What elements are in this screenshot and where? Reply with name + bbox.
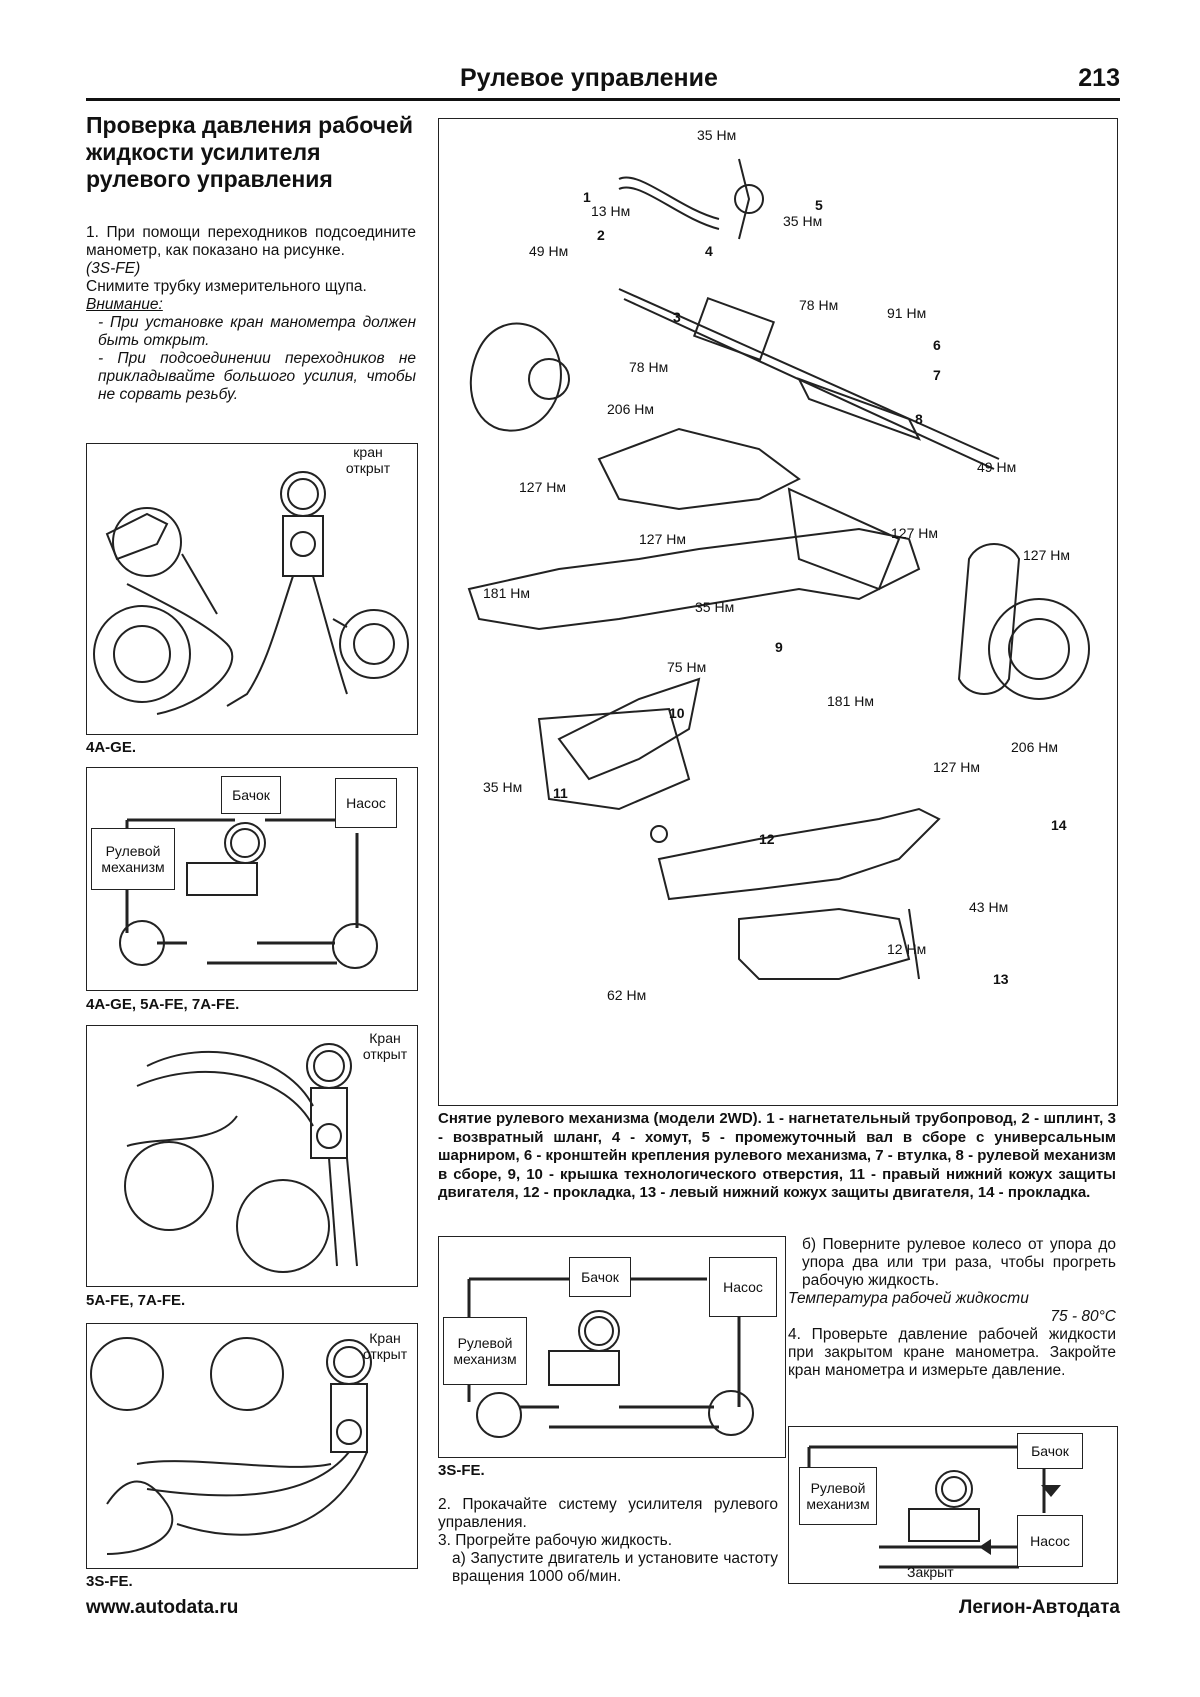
step-3: 3. Прогрейте рабочую жидкость. <box>438 1532 673 1549</box>
step-4: 4. Проверьте давление рабочей жидкости п… <box>788 1326 1116 1379</box>
figure-5a-fe-gauge: Кран открыт <box>86 1025 418 1287</box>
steering-gear-exploded-diagram: 35 Нм 13 Нм 35 Нм 49 Нм 78 Нм 91 Нм 78 Н… <box>438 118 1118 1106</box>
part-number: 13 <box>993 971 1009 987</box>
footer-website: www.autodata.ru <box>86 1597 239 1618</box>
temperature-label: Температура рабочей жидкости <box>788 1290 1029 1307</box>
gauge-illustration-3s <box>90 1337 372 1555</box>
part-number: 1 <box>583 189 591 205</box>
torque-label: 62 Нм <box>607 987 647 1003</box>
page-number: 213 <box>1078 64 1120 92</box>
torque-label: 49 Нм <box>529 243 569 259</box>
schematic-lines <box>119 818 378 969</box>
torque-label: 78 Нм <box>799 297 839 313</box>
torque-label: 127 Нм <box>891 525 938 541</box>
main-diagram-caption: Снятие рулевого механизма (модели 2WD). … <box>438 1110 1116 1201</box>
pump-block: Насос <box>1017 1515 1083 1567</box>
header-rule <box>86 98 1120 101</box>
steering-gear-block: Рулевой механизм <box>91 828 175 890</box>
section-title: Проверка давления рабочей жидкости усили… <box>86 112 413 192</box>
torque-label: 12 Нм <box>887 941 927 957</box>
torque-label: 127 Нм <box>933 759 980 775</box>
figure-schematic-4a-ge: Бачок Насос Рулевой механизм <box>86 767 418 991</box>
torque-label: 181 Нм <box>827 693 874 709</box>
torque-label: 181 Нм <box>483 585 530 601</box>
part-number: 7 <box>933 367 941 383</box>
step-2: 2. Прокачайте систему усилителя рулевого… <box>438 1496 778 1531</box>
torque-label: 75 Нм <box>667 659 707 675</box>
part-number: 6 <box>933 337 941 353</box>
figure-caption-3s-fe-gauge: 3S-FE. <box>86 1573 133 1590</box>
torque-label: 49 Нм <box>977 459 1017 475</box>
right-text: б) Поверните рулевое колесо от упора до … <box>788 1236 1116 1380</box>
figure-caption-4a-ge: 4A-GE. <box>86 739 137 756</box>
step-1: 1. При помощи переходников подсоедините … <box>86 224 416 259</box>
part-number: 5 <box>815 197 823 213</box>
torque-label: 91 Нм <box>887 305 927 321</box>
valve-open-label: Кран открыт <box>362 1330 408 1362</box>
torque-label: 206 Нм <box>1011 739 1058 755</box>
closed-label: Закрыт <box>907 1564 954 1580</box>
middle-text: 2. Прокачайте систему усилителя рулевого… <box>438 1496 778 1586</box>
figure-3s-fe-gauge: Кран открыт <box>86 1323 418 1569</box>
torque-label: 206 Нм <box>607 401 654 417</box>
gauge-illustration <box>93 471 409 715</box>
torque-label: 35 Нм <box>695 599 735 615</box>
part-number: 9 <box>775 639 783 655</box>
torque-label: 35 Нм <box>697 127 737 143</box>
running-title: Рулевое управление <box>460 64 718 92</box>
part-number: 11 <box>553 785 568 801</box>
figure-caption-3s-fe-schematic: 3S-FE. <box>438 1462 485 1479</box>
gauge-illustration-5a <box>124 1043 358 1273</box>
step-3a: а) Запустите двигатель и установите част… <box>452 1550 778 1585</box>
remove-tube: Снимите трубку измерительного щупа. <box>86 278 367 295</box>
step-b: б) Поверните рулевое колесо от упора до … <box>802 1236 1116 1289</box>
torque-label: 13 Нм <box>591 203 631 219</box>
warning-2: - При подсоединении переходников не прик… <box>98 350 416 403</box>
part-number: 3 <box>673 309 681 325</box>
steering-gear-block: Рулевой механизм <box>799 1467 877 1525</box>
torque-label: 78 Нм <box>629 359 669 375</box>
valve-open-label: кран открыт <box>345 444 391 476</box>
part-number: 10 <box>669 705 685 721</box>
figure-caption-4a-ge-5a-fe-7a-fe: 4A-GE, 5A-FE, 7A-FE. <box>86 996 240 1013</box>
part-number: 4 <box>705 243 713 259</box>
pump-block: Насос <box>709 1257 777 1317</box>
figure-schematic-3s-fe: Бачок Насос Рулевой механизм <box>438 1236 786 1458</box>
tank-block: Бачок <box>1017 1433 1083 1469</box>
torque-label: 35 Нм <box>483 779 523 795</box>
torque-label: 43 Нм <box>969 899 1009 915</box>
pump-block: Насос <box>335 778 397 828</box>
temperature-line: Температура рабочей жидкости <box>788 1290 1116 1308</box>
schematic-lines-3s <box>467 1277 754 1438</box>
engine-note: (3S-FE) <box>86 260 141 277</box>
part-number: 12 <box>759 831 775 847</box>
warning-title: Внимание: <box>86 296 163 313</box>
figure-4a-ge-gauge: кран открыт <box>86 443 418 735</box>
footer-publisher: Легион-Автодата <box>959 1597 1120 1618</box>
part-number: 14 <box>1051 817 1067 833</box>
warning-1: - При установке кран манометра должен бы… <box>98 314 416 349</box>
tank-block: Бачок <box>569 1257 631 1297</box>
torque-label: 127 Нм <box>639 531 686 547</box>
schematic-lines-closed <box>807 1445 1061 1569</box>
part-number: 2 <box>597 227 605 243</box>
valve-open-label: Кран открыт <box>362 1030 408 1062</box>
exploded-view-drawing <box>467 158 1090 980</box>
part-number: 8 <box>915 411 923 427</box>
figure-schematic-closed: Бачок Насос Рулевой механизм Закрыт <box>788 1426 1118 1584</box>
temperature-value: 75 - 80°С <box>1050 1308 1116 1325</box>
torque-label: 127 Нм <box>1023 547 1070 563</box>
figure-caption-5a-fe-7a-fe: 5A-FE, 7A-FE. <box>86 1292 186 1309</box>
steering-gear-block: Рулевой механизм <box>443 1317 527 1385</box>
torque-label: 35 Нм <box>783 213 823 229</box>
torque-label: 127 Нм <box>519 479 566 495</box>
intro-text: 1. При помощи переходников подсоедините … <box>86 224 416 404</box>
tank-block: Бачок <box>221 776 281 814</box>
